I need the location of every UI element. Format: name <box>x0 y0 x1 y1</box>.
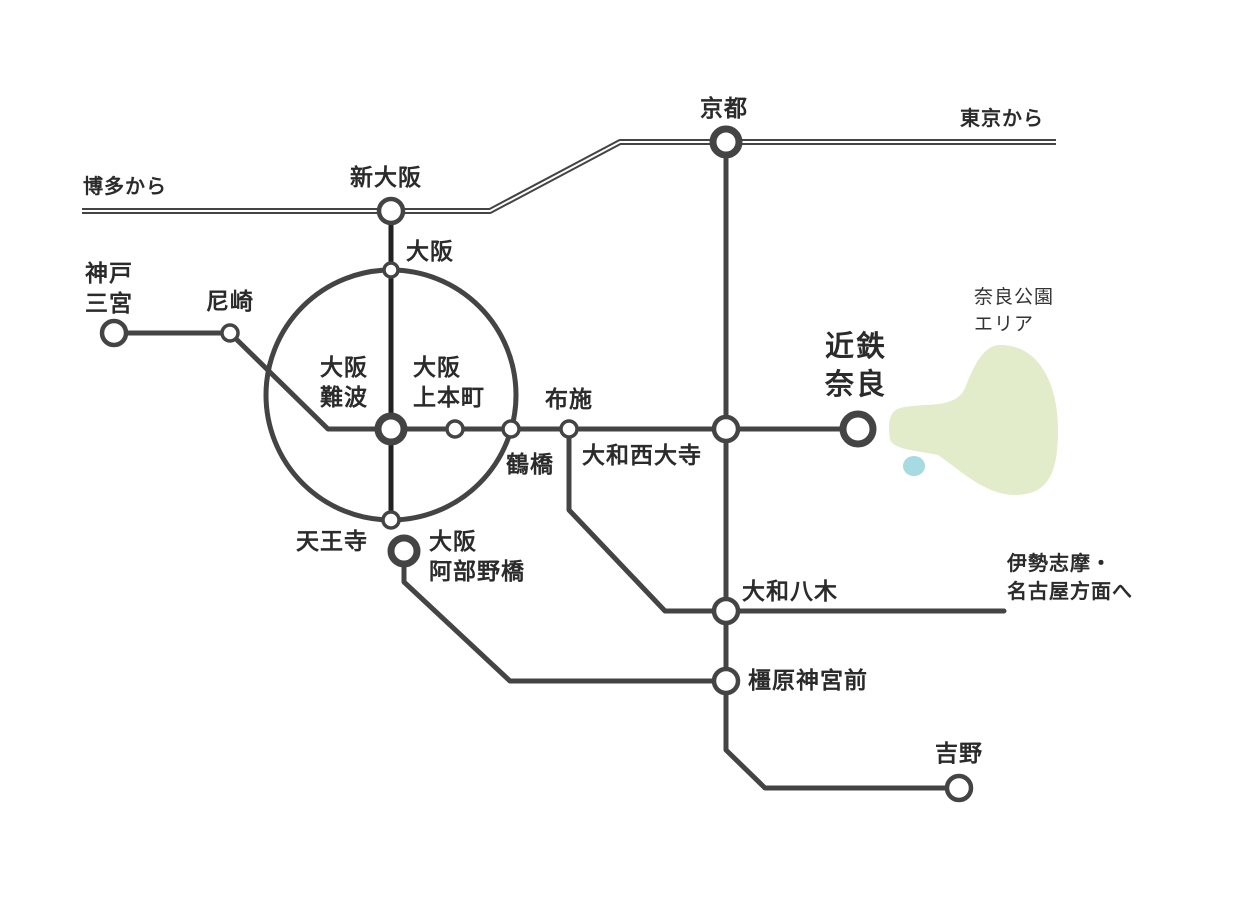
station-kashiharajingu-mae[interactable] <box>711 666 741 696</box>
station-osaka-uehommachi[interactable] <box>445 419 465 439</box>
station-shin-osaka[interactable] <box>376 196 406 226</box>
kintetsu-nara-line <box>111 330 861 432</box>
label-osaka-abenobashi: 大阪 阿部野橋 <box>429 529 525 585</box>
station-kobe-sannomiya[interactable] <box>99 318 129 348</box>
station-osaka[interactable] <box>382 261 400 279</box>
label-nara-park-area: 奈良公園 エリア <box>974 286 1055 335</box>
station-fuse[interactable] <box>559 419 579 439</box>
label-osaka-namba: 大阪 難波 <box>320 355 368 411</box>
label-tsuruhashi: 鶴橋 <box>506 452 554 478</box>
label-kobe-sannomiya: 神戸 三宮 <box>85 261 133 317</box>
station-amagasaki[interactable] <box>220 323 240 343</box>
station-tsuruhashi[interactable] <box>501 419 521 439</box>
station-kyoto[interactable] <box>709 125 743 159</box>
kintetsu-osaka-line <box>566 426 1007 614</box>
station-osaka-abenobashi[interactable] <box>387 534 421 568</box>
shinkansen-line <box>82 139 1056 214</box>
kintetsu-kyoto-kashihara-line <box>723 139 962 791</box>
label-kyoto: 京都 <box>700 96 748 122</box>
nara-park-area-shape <box>889 345 1058 495</box>
label-tennoji: 天王寺 <box>296 529 368 555</box>
label-kashiharajingu-mae: 橿原神宮前 <box>748 668 868 694</box>
label-kintetsu-nara: 近鉄 奈良 <box>825 329 888 401</box>
station-tennoji[interactable] <box>381 510 401 530</box>
station-yoshino[interactable] <box>944 773 974 803</box>
label-yoshino: 吉野 <box>935 741 983 767</box>
label-from-tokyo: 東京から <box>960 106 1044 130</box>
station-yamato-saidaiji[interactable] <box>711 414 741 444</box>
station-kintetsu-nara[interactable] <box>839 410 877 448</box>
label-shin-osaka: 新大阪 <box>350 165 422 191</box>
label-ise-nagoya-direction: 伊勢志摩・ 名古屋方面へ <box>1007 551 1133 603</box>
label-fuse: 布施 <box>545 387 593 413</box>
label-osaka-uehommachi: 大阪 上本町 <box>413 355 485 411</box>
station-osaka-namba[interactable] <box>374 412 408 446</box>
shinkansen-line-inner <box>82 141 1056 212</box>
label-yamato-yagi: 大和八木 <box>742 579 838 605</box>
label-yamato-saidaiji: 大和西大寺 <box>582 443 702 469</box>
label-from-hakata: 博多から <box>83 174 167 198</box>
pond-shape <box>903 456 925 476</box>
label-osaka: 大阪 <box>406 239 454 265</box>
station-yamato-yagi[interactable] <box>711 596 741 626</box>
label-amagasaki: 尼崎 <box>206 289 254 315</box>
